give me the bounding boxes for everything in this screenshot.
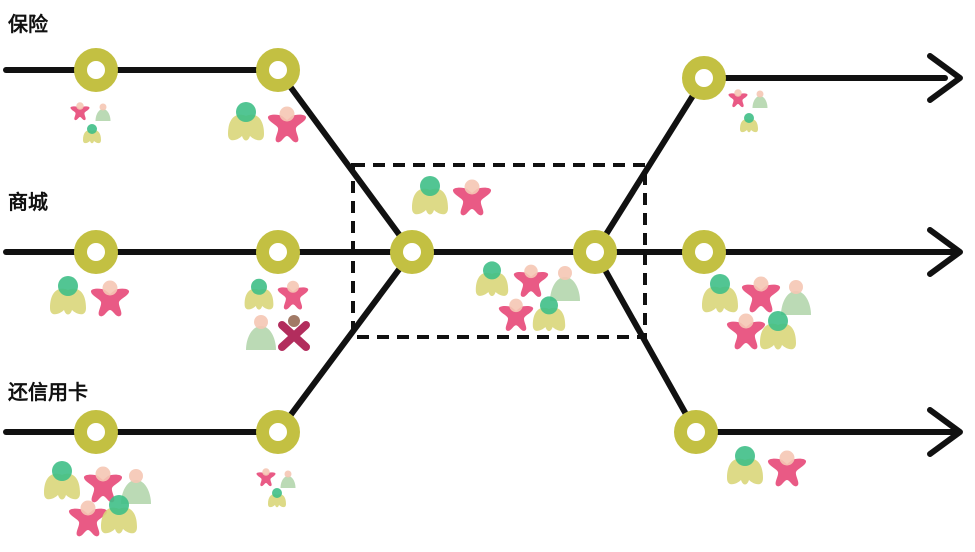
lane-label-insurance: 保险 [8, 12, 48, 36]
split-line-credit-card [592, 249, 699, 435]
person-star [70, 102, 90, 121]
node-mall-2 [256, 230, 300, 274]
person-x [278, 315, 310, 351]
merge-line-credit-card [275, 249, 415, 435]
node-credit-card-2 [256, 410, 300, 454]
person-blob [50, 276, 86, 315]
node-mall-3 [682, 230, 726, 274]
person-blob [228, 102, 264, 141]
person-star [498, 298, 534, 331]
person-blob [44, 461, 80, 500]
arrow-mall [927, 227, 963, 277]
person-blob [101, 495, 137, 534]
people-layer [44, 89, 811, 537]
person-star [767, 450, 807, 487]
lane-label-credit-card: 还信用卡 [8, 380, 88, 404]
person-star [741, 276, 781, 313]
split-line-insurance [592, 75, 707, 255]
person-star [267, 106, 307, 143]
dashed-box [351, 163, 647, 339]
person-star [256, 468, 276, 487]
person-star [452, 179, 492, 216]
person-blob [412, 176, 448, 215]
node-insurance-2 [256, 48, 300, 92]
lane-label-mall: 商城 [8, 190, 48, 214]
person-blob [740, 113, 758, 133]
person-bell [550, 266, 580, 301]
lines-layer [3, 53, 963, 457]
person-bell [246, 315, 276, 350]
node-insurance-1 [74, 48, 118, 92]
person-blob [475, 261, 509, 297]
person-blob [760, 311, 796, 350]
person-bell [280, 470, 296, 488]
person-blob [244, 278, 274, 310]
dashed-box-layer [351, 163, 647, 339]
person-bell [752, 90, 768, 108]
person-star [83, 466, 123, 503]
person-star [728, 89, 748, 108]
person-blob [702, 274, 738, 313]
person-star [68, 500, 108, 537]
person-bell [121, 469, 151, 504]
nodes-layer [74, 48, 726, 454]
arrow-insurance [927, 53, 963, 103]
person-blob [532, 296, 566, 332]
person-bell [781, 280, 811, 315]
arrow-credit-card [927, 407, 963, 457]
node-insurance-3 [682, 56, 726, 100]
person-star [277, 280, 309, 310]
node-split [573, 230, 617, 274]
node-mall-1 [74, 230, 118, 274]
node-credit-card-3 [674, 410, 718, 454]
person-blob [727, 446, 763, 485]
person-star [90, 280, 130, 317]
person-blob [268, 488, 286, 508]
node-credit-card-1 [74, 410, 118, 454]
node-merge [390, 230, 434, 274]
person-blob [83, 124, 101, 144]
person-star [726, 313, 766, 350]
merge-line-insurance [275, 67, 415, 255]
person-star [513, 264, 549, 297]
person-bell [95, 103, 111, 121]
